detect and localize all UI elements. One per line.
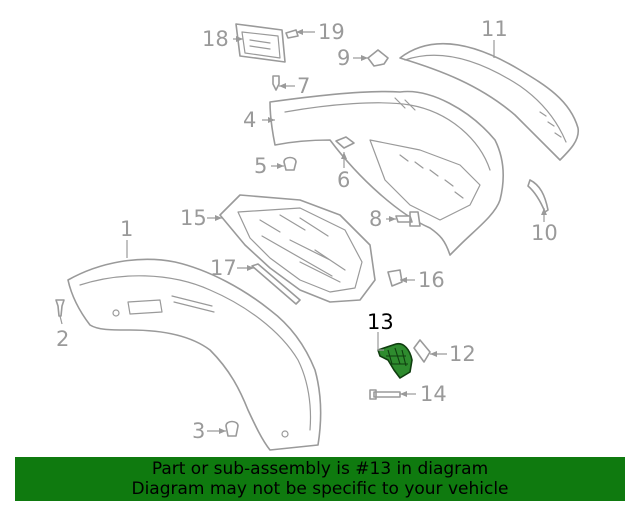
callout-16[interactable]: 16	[418, 268, 445, 292]
parts-diagram: 18 19 9 11 7 4 5 6 8 10 15 17 16 1 2 3 1…	[55, 17, 580, 451]
callout-12[interactable]: 12	[449, 342, 476, 366]
callout-13[interactable]: 13	[367, 310, 394, 334]
callout-labels: 18 19 9 11 7 4 5 6 8 10 15 17 16 1 2 3 1…	[56, 17, 558, 443]
callout-6[interactable]: 6	[337, 168, 350, 192]
part-19-screw[interactable]	[285, 29, 299, 39]
part-16-clip[interactable]	[387, 269, 403, 287]
leader-lines	[59, 29, 547, 434]
callout-18[interactable]: 18	[202, 27, 229, 51]
part-10-bracket[interactable]	[527, 179, 549, 213]
banner-line-part-number: Part or sub-assembly is #13 in diagram	[151, 459, 489, 479]
part-7-pin[interactable]	[272, 75, 280, 91]
callout-8[interactable]: 8	[369, 207, 382, 231]
part-9-clip[interactable]	[367, 49, 389, 67]
part-18-plate-bracket[interactable]	[235, 23, 286, 63]
part-15-lower-panel[interactable]	[219, 194, 376, 303]
part-5-clip[interactable]	[283, 156, 297, 171]
part-14-bolt[interactable]	[369, 389, 401, 400]
callout-14[interactable]: 14	[420, 382, 447, 406]
callout-15[interactable]: 15	[180, 206, 207, 230]
callout-7[interactable]: 7	[297, 74, 310, 98]
part-1-bumper-lower[interactable]	[67, 258, 322, 451]
part-3-grommet[interactable]	[225, 420, 239, 437]
callout-3[interactable]: 3	[192, 419, 205, 443]
part-17-strip[interactable]	[251, 263, 301, 305]
part-2-screw[interactable]	[55, 299, 65, 317]
part-12-bezel[interactable]	[413, 339, 431, 363]
callout-5[interactable]: 5	[254, 154, 267, 178]
callout-11[interactable]: 11	[481, 17, 508, 41]
part-8-bolt[interactable]	[395, 211, 421, 227]
part-6-nut[interactable]	[335, 136, 355, 149]
callout-17[interactable]: 17	[210, 256, 237, 280]
banner-line-disclaimer: Diagram may not be specific to your vehi…	[131, 479, 509, 499]
part-4-bumper-upper[interactable]	[269, 90, 505, 256]
info-banner: Part or sub-assembly is #13 in diagram D…	[15, 457, 625, 501]
callout-4[interactable]: 4	[243, 108, 256, 132]
callout-9[interactable]: 9	[337, 46, 350, 70]
callout-2[interactable]: 2	[56, 327, 69, 351]
part-11-trim-strip[interactable]	[399, 42, 580, 161]
callout-1[interactable]: 1	[120, 217, 133, 241]
callout-19[interactable]: 19	[318, 20, 345, 44]
part-13-bracket-highlighted[interactable]	[377, 342, 413, 379]
callout-10[interactable]: 10	[531, 221, 558, 245]
